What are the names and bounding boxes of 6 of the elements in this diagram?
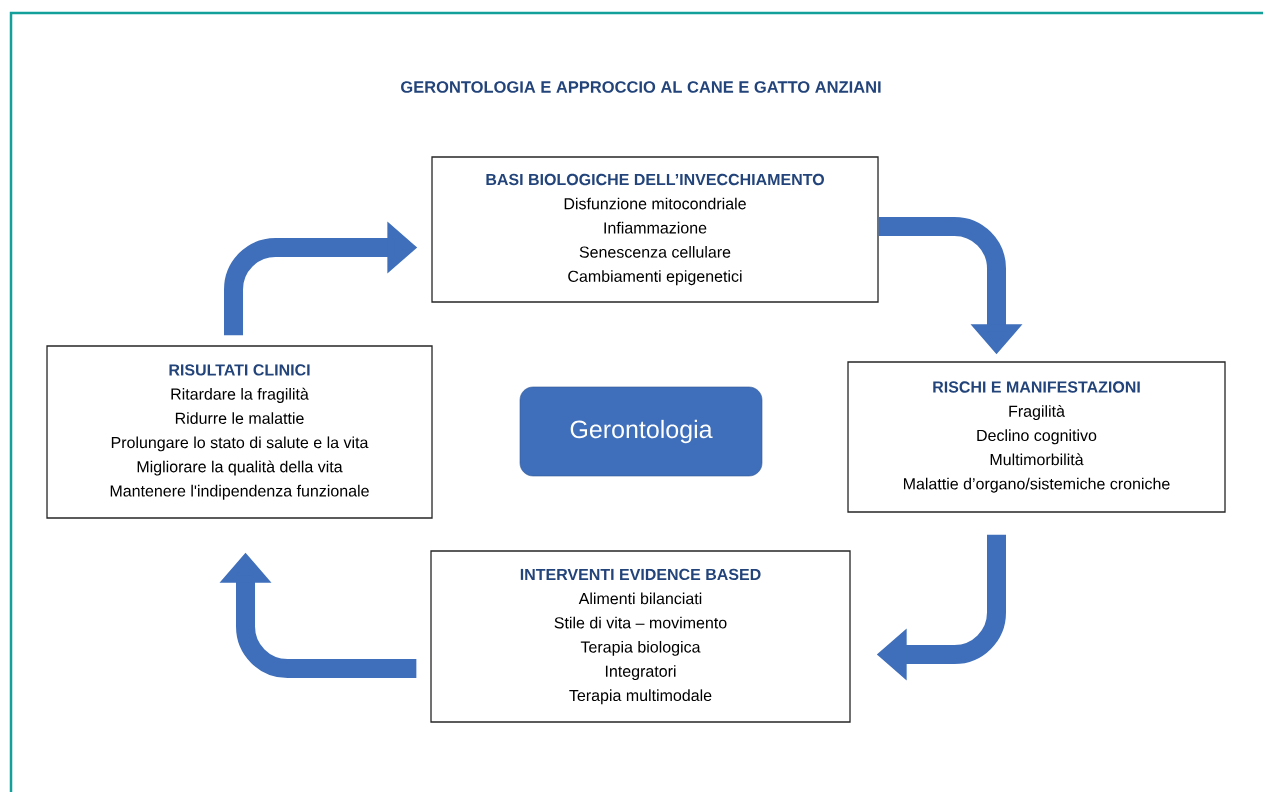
title: GERONTOLOGIA E APPROCCIO AL CANE E GATTO ANZIANI [401, 81, 881, 93]
center-box: Gerontologia [519, 386, 763, 477]
text-box: RISCHI E MANIFESTAZIONI Fragilità Declino cognitivo Multimorbilità Malattie d’organo/sistemiche croniche [847, 361, 1226, 513]
text-box: BASI BIOLOGICHE DELL’INVECCHIAMENTO Disfunzione mitocondriale Infiammazione Senescenza cellulare Cambiamenti epigenetici [431, 156, 879, 303]
text-box: RISULTATI CLINICI Ritardare la fragilità Ridurre le malattie Prolungare lo stato di salute e la vita Migliorare la qualità della vita Mantenere l'indipendenza funzionale [46, 345, 433, 519]
text-box: INTERVENTI EVIDENCE BASED Alimenti bilanciati Stile di vita – movimento Terapia biologica Integratori Terapia multimodale [430, 550, 851, 723]
